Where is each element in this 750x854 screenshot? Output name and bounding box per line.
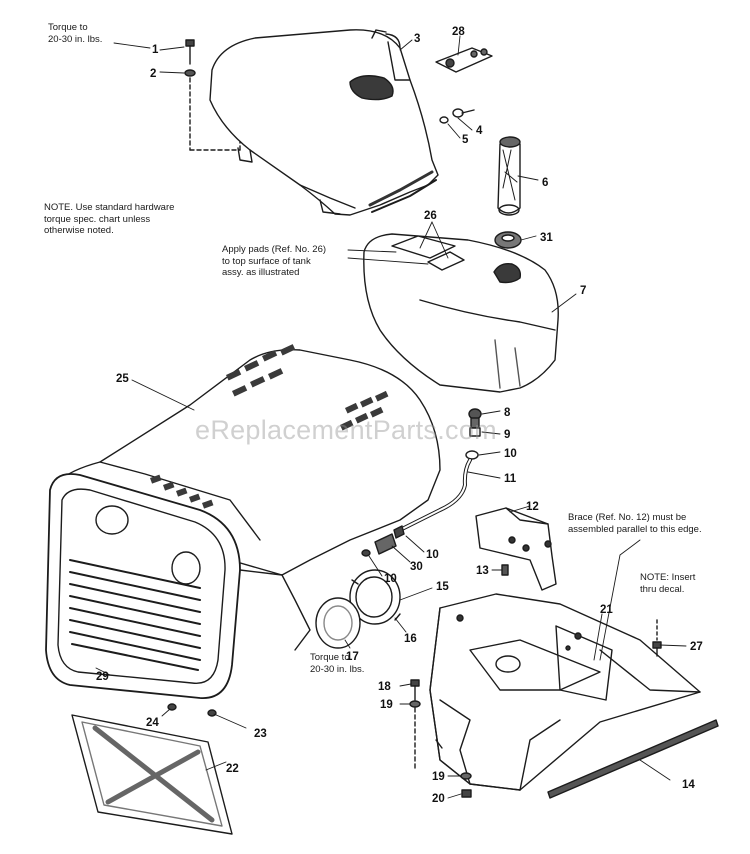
callout-label: 19 [380, 699, 393, 711]
callout-label: 19 [432, 771, 445, 783]
leader-lines [95, 35, 687, 799]
callout-label: 2 [150, 68, 156, 80]
watermark: eReplacementParts.com [195, 415, 497, 445]
callout-label: 9 [504, 429, 510, 441]
fuel-gauge-part [497, 136, 521, 216]
torque-note-top: Torque to 20-30 in. lbs. [48, 22, 103, 45]
callout-label: 22 [226, 763, 239, 775]
callout-label: 14 [682, 779, 695, 791]
callout-label: 5 [462, 134, 469, 146]
main-hood-part [45, 344, 441, 699]
callout-label: 27 [690, 641, 703, 653]
callout-label: 16 [404, 633, 417, 645]
callout-label: 26 [424, 210, 437, 222]
callout-label: 11 [504, 473, 517, 485]
bolt-part [184, 39, 241, 151]
callout-label: 10 [504, 448, 517, 460]
callout-label: 10 [426, 549, 439, 561]
callout-label: 6 [542, 177, 548, 189]
callout-label: 15 [436, 581, 449, 593]
brace-part [475, 507, 557, 591]
top-cover-part [209, 29, 439, 216]
trim-strip-part [547, 719, 719, 799]
callout-label: 23 [254, 728, 267, 740]
callout-label: 13 [476, 565, 489, 577]
callout-label: 18 [378, 681, 391, 693]
callout-label: 29 [96, 671, 109, 683]
pads-note: Apply pads (Ref. No. 26) to top surface … [222, 244, 327, 278]
callout-label: 4 [476, 125, 483, 137]
callout-label: 31 [540, 232, 553, 244]
callout-label: 1 [152, 44, 159, 56]
brace-note: Brace (Ref. No. 12) must be assembled pa… [568, 512, 702, 535]
callout-label: 28 [452, 26, 465, 38]
tab-bracket-part [435, 47, 493, 73]
grille-insert-part [71, 703, 233, 835]
callout-label: 17 [346, 651, 359, 663]
callout-label: 25 [116, 373, 129, 385]
frame-platform-part [429, 593, 701, 791]
fuel-line-part [361, 408, 482, 557]
hardware-note: NOTE. Use standard hardware torque spec.… [44, 202, 175, 236]
callout-label: 10 [384, 573, 397, 585]
callout-label: 7 [580, 285, 586, 297]
screw-washer-part [439, 108, 475, 124]
callout-numbers: 1 2 3 28 4 5 6 26 31 7 25 8 9 10 11 12 1… [96, 26, 703, 805]
callout-label: 21 [600, 604, 613, 616]
callout-label: 8 [504, 407, 511, 419]
callout-label: 30 [410, 561, 423, 573]
callout-label: 24 [146, 717, 159, 729]
torque-note-bottom: Torque to 20-30 in. lbs. [310, 652, 365, 675]
insert-note: NOTE: Insert thru decal. [640, 572, 696, 595]
fuel-tank-part [363, 233, 559, 393]
grommet-part [494, 231, 522, 249]
callout-label: 20 [432, 793, 445, 805]
callout-label: 3 [414, 33, 420, 45]
callout-label: 12 [526, 501, 539, 513]
